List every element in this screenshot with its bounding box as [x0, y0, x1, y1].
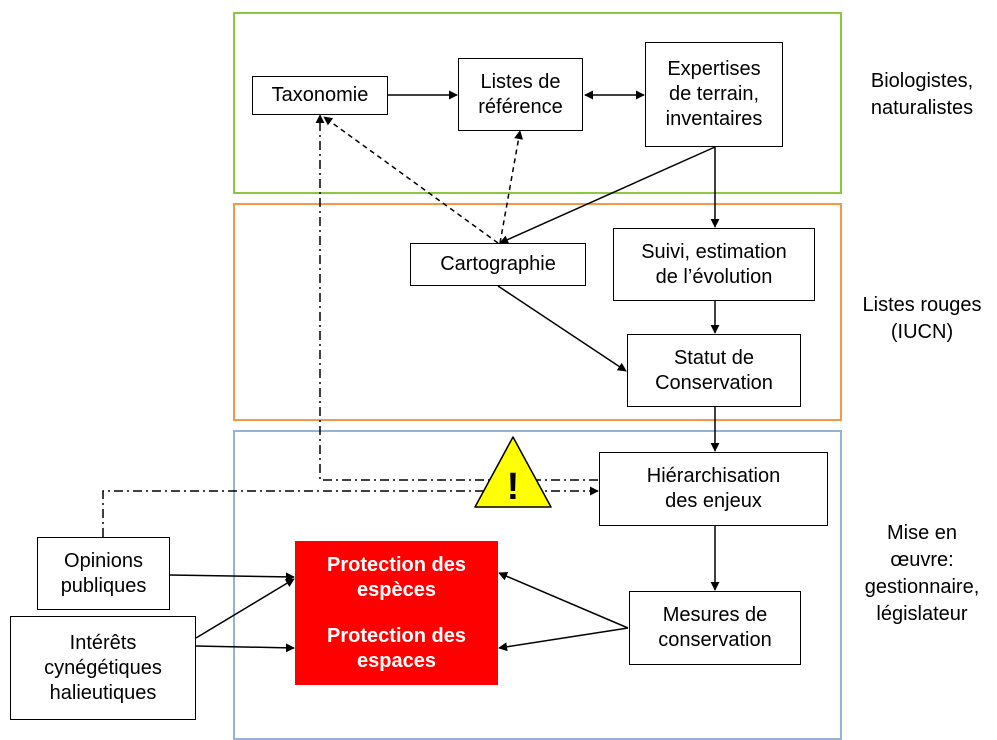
- side-label-biologists: Biologistes, naturalistes: [870, 70, 974, 119]
- node-cartographie: Cartographie: [410, 243, 586, 286]
- edge-interets-especes: [195, 578, 295, 639]
- edge-mesures-espaces: [498, 627, 629, 652]
- region-biologists: [233, 12, 842, 194]
- node-interets: Intérêts cynégétiques halieutiques: [10, 616, 196, 720]
- edge-cartographie-listes-dashed: [499, 130, 524, 244]
- edge-expertises-cartographie: [499, 146, 716, 244]
- node-expertises: Expertises de terrain, inventaires: [645, 42, 783, 147]
- node-hierarchisation: Hiérarchisation des enjeux: [599, 452, 828, 526]
- node-protection-espaces: Protection des espaces: [295, 612, 498, 685]
- node-statut: Statut de Conservation: [627, 334, 801, 407]
- edge-cartographie-taxonomie-dashed: [323, 116, 499, 244]
- warning-exclamation: !: [507, 466, 520, 508]
- node-listes-reference: Listes de référence: [458, 58, 583, 131]
- edge-cartographie-statut: [497, 285, 627, 372]
- node-opinions: Opinions publiques: [37, 537, 170, 610]
- edge-hierarchisation-taxonomie-dashdot: [315, 114, 598, 481]
- edge-opinions-especes: [169, 572, 295, 582]
- node-suivi: Suivi, estimation de l’évolution: [613, 228, 815, 301]
- edge-opinions-hierarchisation-dashdot: [102, 486, 599, 537]
- side-label-red-lists: Listes rouges (IUCN): [862, 294, 982, 343]
- region-red-lists: [233, 203, 842, 421]
- side-label-implementation: Mise en œuvre: gestionnaire, législateur: [864, 522, 980, 625]
- node-taxonomie: Taxonomie: [252, 76, 388, 115]
- node-protection-especes: Protection des espèces: [295, 541, 498, 614]
- warning-triangle-icon: !: [474, 436, 552, 508]
- edge-mesures-especes: [498, 572, 629, 629]
- edge-interets-espaces: [195, 643, 295, 653]
- node-mesures: Mesures de conservation: [629, 591, 801, 665]
